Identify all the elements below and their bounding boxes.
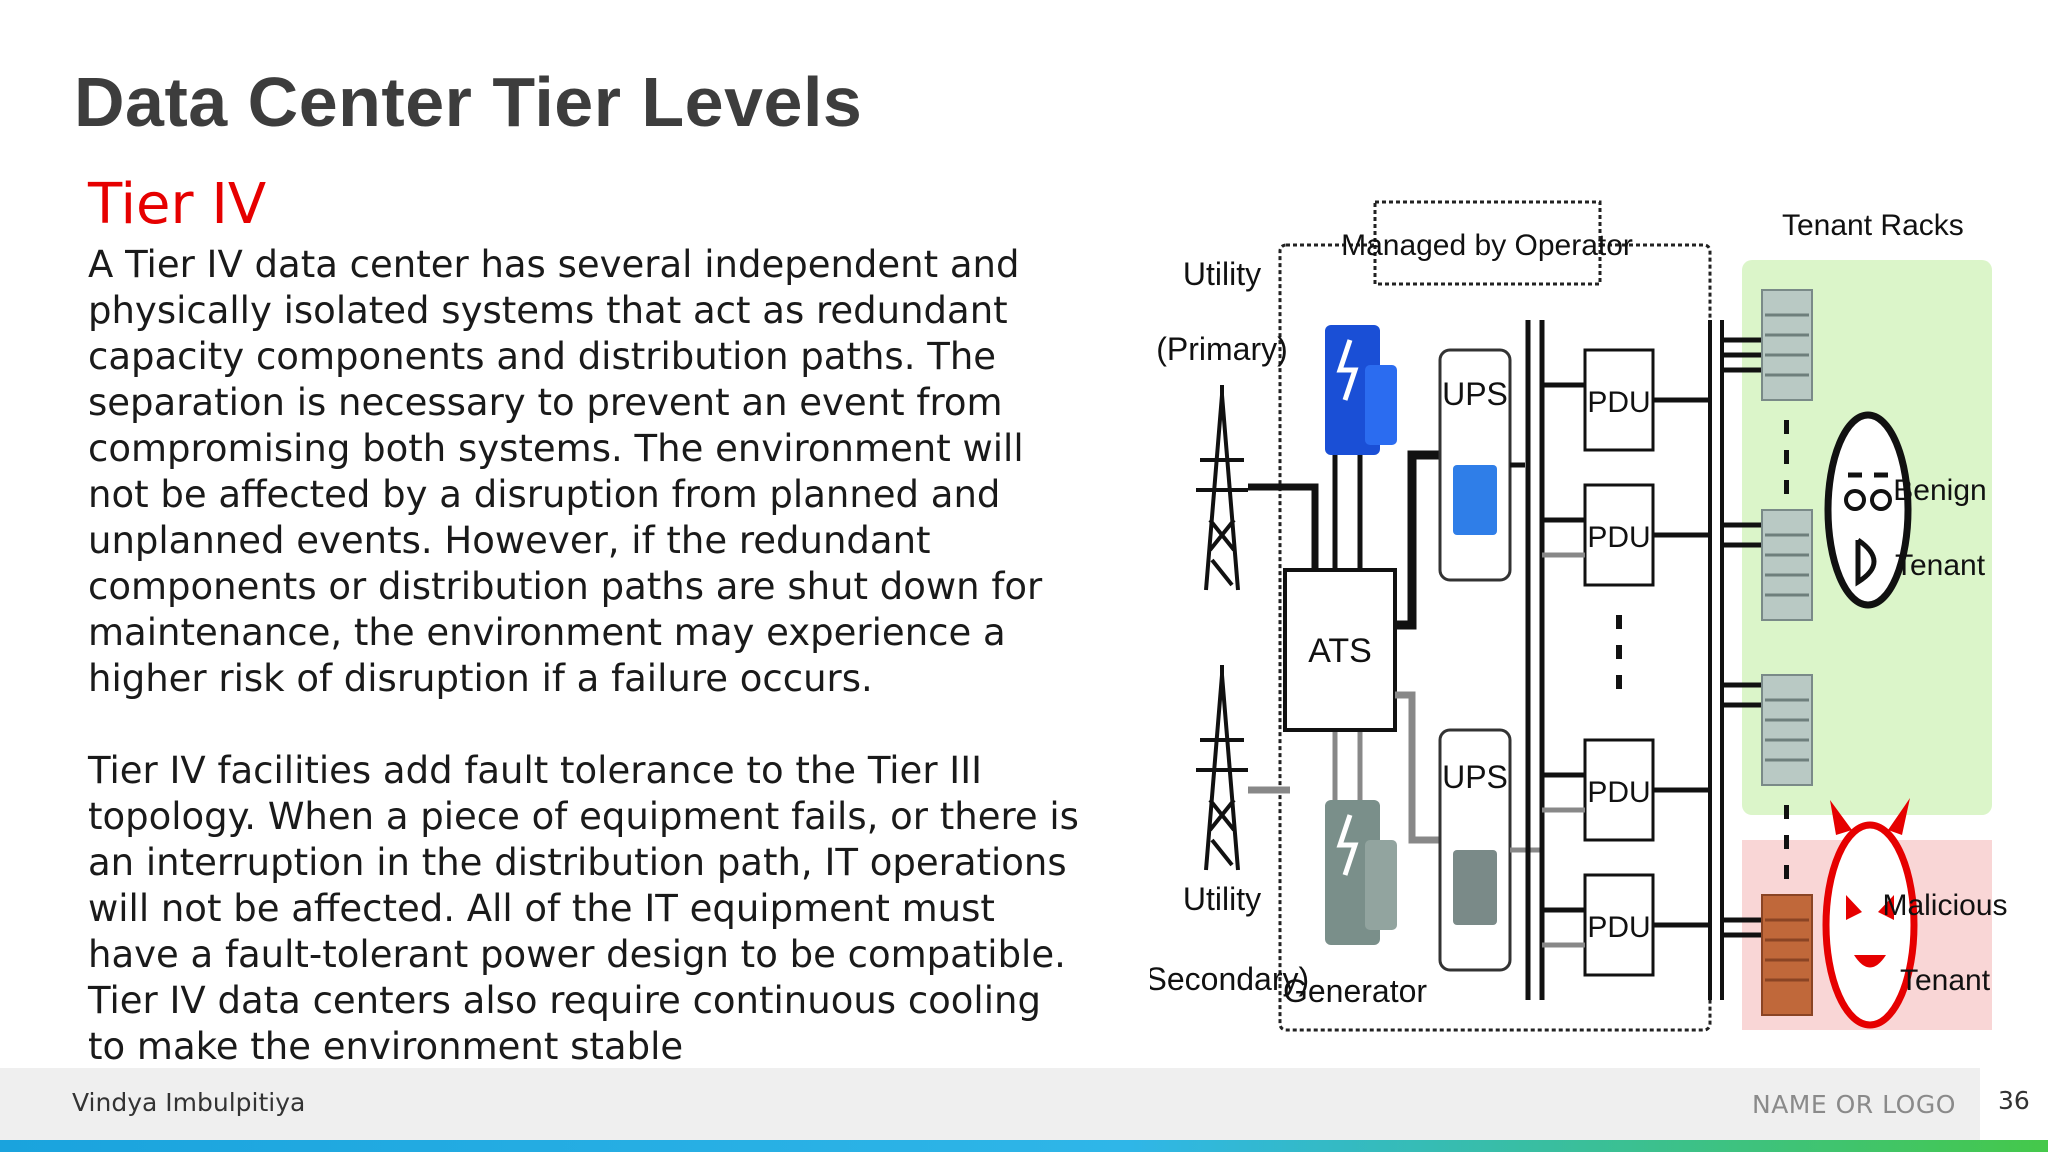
pdu-box: PDU [1583,873,1655,977]
primary-feed-line [1248,483,1319,570]
ats-label: ATS [1308,632,1372,670]
benign-label: Benign [1893,474,1986,507]
malicious-sublabel: Tenant [1900,964,1991,997]
generator-grey-icon [1325,800,1397,945]
devil-face-icon [1822,798,1918,1029]
page-number-box [1980,1068,2048,1140]
gen2-to-ats-line [1332,730,1363,800]
paragraph-1: A Tier IV data center has several indepe… [88,243,1043,700]
malicious-label: Malicious [1882,889,2007,922]
ats-to-ups-line [1395,450,1440,630]
utility-primary-sublabel: (Primary) [1156,331,1288,367]
pdu-label: PDU [1587,521,1650,554]
rack-feed-lines [1722,337,1762,938]
busbar [1708,320,1724,1000]
pdu-feed-lines-secondary [1542,552,1585,948]
section-subtitle: Tier IV [88,172,267,237]
server-rack-icon [1761,289,1813,401]
footer-author: Vindya Imbulpitiya [72,1088,306,1117]
ups-label: UPS [1442,376,1508,412]
generator-label: Generator [1283,973,1427,1009]
busbar [1525,320,1545,1000]
power-tower-icon [1196,385,1248,591]
footer: Vindya Imbulpitiya NAME OR LOGO 36 [0,1068,2048,1140]
server-rack-icon [1761,509,1813,621]
pdu-label: PDU [1587,386,1650,419]
ups-box: UPS [1438,728,1512,972]
utility-primary-label: Utility [1183,256,1261,292]
benign-face-icon [1824,411,1912,609]
malicious-rack-icon [1761,894,1813,1016]
page-number: 36 [1998,1086,2030,1115]
bottom-accent-bar [0,1140,2048,1152]
ups-label: UPS [1442,759,1508,795]
generator-blue-icon [1325,325,1397,455]
managed-by-operator-box [1373,200,1602,286]
power-tower-icon [1196,665,1248,871]
footer-logo-placeholder: NAME OR LOGO [1752,1090,1956,1119]
paragraph-2: Tier IV facilities add fault tolerance t… [88,749,1079,1068]
tier-iv-diagram: Managed by Operator Tenant Racks Utility… [1150,200,2008,1032]
ups-box: UPS [1438,348,1512,582]
pdu-label: PDU [1587,911,1650,944]
ats-box [1283,568,1397,732]
pdu-box: PDU [1583,483,1655,587]
body-text: A Tier IV data center has several indepe… [88,242,1088,1070]
gen-to-ats-line [1332,455,1363,570]
managed-by-operator-label: Managed by Operator [1341,229,1633,262]
slide-title: Data Center Tier Levels [74,63,863,141]
pdu-feed-lines [1542,382,1585,913]
pdu-out-lines [1653,397,1710,928]
pdu-label: PDU [1587,776,1650,809]
pdu-ellipsis [1616,615,1622,689]
utility-secondary-label: Utility [1183,881,1261,917]
pdu-box: PDU [1583,348,1655,452]
ats-to-ups2-line [1395,691,1440,844]
server-rack-icon [1761,674,1813,786]
utility-secondary-sublabel: (Secondary) [1150,961,1309,997]
rack-ellipsis [1784,420,1789,879]
pdu-box: PDU [1583,738,1655,842]
benign-sublabel: Tenant [1895,549,1986,582]
tenant-racks-label: Tenant Racks [1782,209,1964,242]
